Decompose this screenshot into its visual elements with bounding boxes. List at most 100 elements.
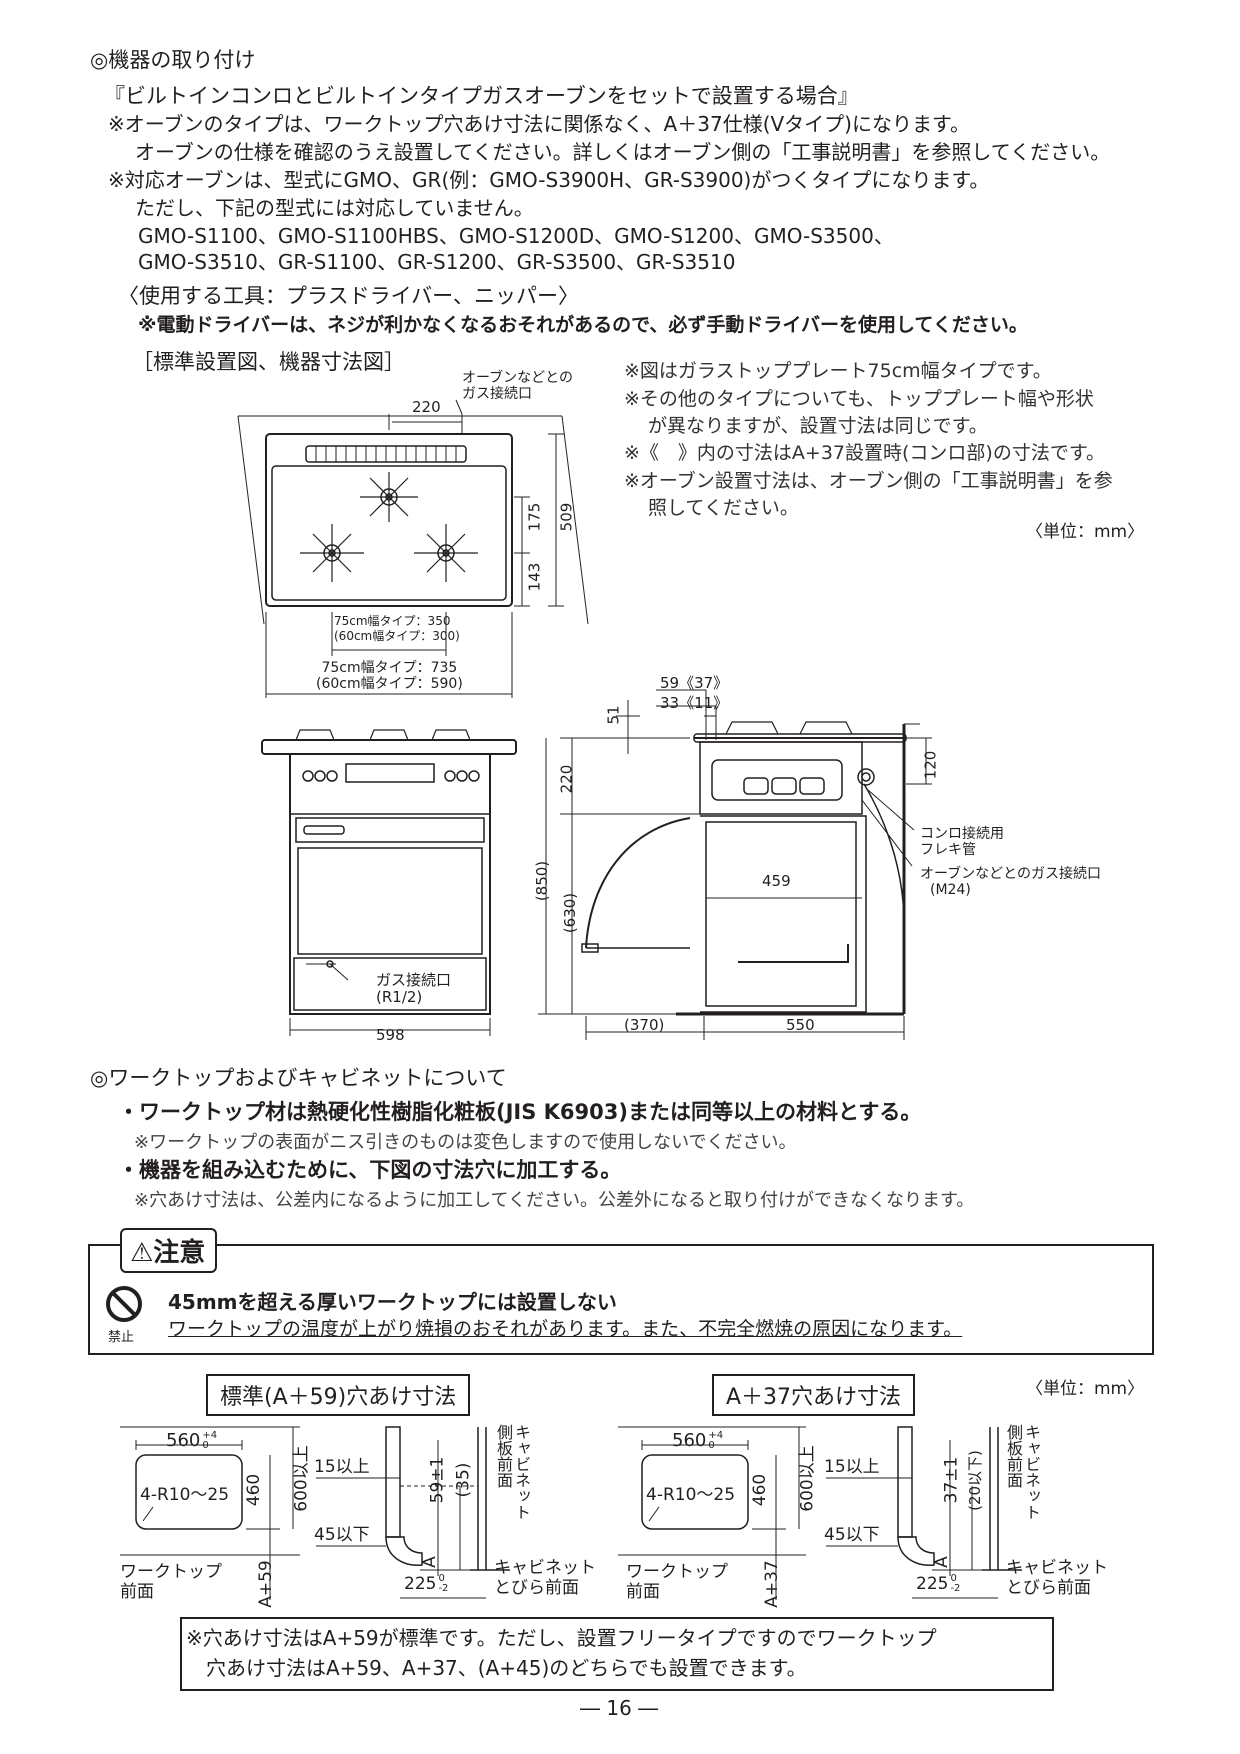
a37-h460: 460 xyxy=(750,1473,771,1507)
front-gas-label-l2: (R1/2) xyxy=(376,988,423,1006)
dim-550: 550 xyxy=(786,1016,815,1034)
note-compatible-1: ※対応オーブンは、型式にGMO、GR(例：GMO-S3900H、GR-S3900… xyxy=(108,168,990,192)
dim-top-width: 75cm幅タイプ：735 (60cm幅タイプ：590) xyxy=(316,660,463,692)
dim-509: 509 xyxy=(557,502,576,532)
unit-label-top: 〈単位：mm〉 xyxy=(1026,522,1145,542)
worktop-note-2: ※穴あけ寸法は、公差内になるように加工してください。公差外になると取り付けができ… xyxy=(134,1190,975,1211)
std-h600: 600以上 xyxy=(291,1445,312,1512)
prohibit-label: 禁止 xyxy=(108,1330,135,1345)
install-subheading: 『ビルトインコンロとビルトインタイプガスオーブンをセットで設置する場合』 xyxy=(104,84,859,108)
a37-worktop-front-l1: ワークトップ xyxy=(626,1562,728,1582)
page-number: ― 16 ― xyxy=(580,1696,659,1720)
a37-cab-side-l2: 側板前面 xyxy=(1004,1424,1023,1488)
prohibition-icon xyxy=(106,1286,142,1322)
dim-175: 175 xyxy=(525,502,544,532)
dim-burner-spacing-l2: (60cm幅タイプ：300) xyxy=(334,629,460,643)
section-heading-worktop: ◎ワークトップおよびキャビネットについて xyxy=(90,1066,507,1090)
std-radius: 4-R10〜25 xyxy=(140,1485,230,1505)
dim-459: 459 xyxy=(762,872,791,890)
a37-h600: 600以上 xyxy=(797,1445,818,1512)
std-d225-tol-zero: 0 xyxy=(438,1573,445,1584)
caution-line-1: 45mmを超える厚いワークトップには設置しない xyxy=(168,1290,617,1314)
unit-label-cutout: 〈単位：mm〉 xyxy=(1026,1379,1145,1399)
model-list-1: GMO-S1100、GMO-S1100HBS、GMO-S1200D、GMO-S1… xyxy=(138,224,894,248)
figure-note-3: が異なりますが、設置寸法は同じです。 xyxy=(648,415,988,437)
std-a: A xyxy=(419,1556,440,1568)
worktop-bullet-2: ・機器を組み込むために、下図の寸法穴に加工する。 xyxy=(118,1158,622,1182)
std-worktop-front-l2: 前面 xyxy=(120,1582,154,1602)
a37-d20: (20以下) xyxy=(965,1450,984,1511)
top-view xyxy=(237,399,589,698)
a37-cab-door-l1: キャビネット xyxy=(1006,1558,1108,1578)
dim-top-width-l2: (60cm幅タイプ：590) xyxy=(316,676,463,692)
std-d35: (35) xyxy=(453,1462,474,1498)
a37-cab-side-l1: キャビネット xyxy=(1022,1424,1041,1520)
std-cab-door: キャビネット とびら前面 xyxy=(494,1558,596,1598)
std-w560-tol-plus: +4 xyxy=(202,1430,218,1441)
a37-w560-value: 560 xyxy=(672,1430,707,1451)
a37-worktop-front: ワークトップ 前面 xyxy=(626,1562,728,1602)
front-gas-label: ガス接続口 (R1/2) xyxy=(376,972,451,1006)
std-a59: A+59 xyxy=(255,1560,276,1608)
note-oven-type-1: ※オーブンのタイプは、ワークトップ穴あけ寸法に関係なく、A＋37仕様(Vタイプ)… xyxy=(108,112,970,136)
cutout-a37 xyxy=(618,1426,1022,1600)
bottom-note-box xyxy=(180,1617,1054,1691)
a37-cab-door-l2: とびら前面 xyxy=(1006,1578,1091,1598)
side-view xyxy=(538,689,932,1040)
caution-title: ⚠注意 xyxy=(120,1228,218,1273)
dim-top-width-l1: 75cm幅タイプ：735 xyxy=(321,660,458,676)
std-d225-value: 225 xyxy=(404,1574,437,1594)
std-cab-side: キャビネット側板前面 xyxy=(494,1424,531,1520)
a37-a37: A+37 xyxy=(761,1560,782,1608)
oven-gas-label-l1: オーブンなどとのガス接続口 xyxy=(920,866,1102,882)
std-cutout-label: 標準(A＋59)穴あけ寸法 xyxy=(206,1374,471,1416)
gas-connection-label: オーブンなどとの ガス接続口 xyxy=(462,370,573,402)
std-cab-door-l1: キャビネット xyxy=(494,1558,596,1578)
std-d45: 45以下 xyxy=(314,1525,370,1545)
flex-pipe-label-l2: フレキ管 xyxy=(920,842,976,858)
gas-connection-label-l1: オーブンなどとの xyxy=(462,370,574,386)
a37-d225-tol-minus: -2 xyxy=(950,1583,961,1594)
std-d59: 59±1 xyxy=(427,1456,448,1504)
dim-630: (630) xyxy=(561,892,580,934)
std-w560-tol-zero: 0 xyxy=(202,1440,209,1451)
std-cab-side-l2: 側板前面 xyxy=(494,1424,513,1488)
a37-radius: 4-R10〜25 xyxy=(646,1485,736,1505)
a37-d45: 45以下 xyxy=(824,1525,880,1545)
dim-220-top: 220 xyxy=(412,398,441,416)
dim-59-37: 59《37》 xyxy=(660,674,729,692)
worktop-note-1: ※ワークトップの表面がニス引きのものは変色しますので使用しないでください。 xyxy=(134,1132,797,1153)
a37-d225-tol-zero: 0 xyxy=(950,1573,957,1584)
caution-line-2: ワークトップの温度が上がり焼損のおそれがあります。また、不完全燃焼の原因になりま… xyxy=(168,1318,963,1340)
figure-note-6: 照してください。 xyxy=(648,497,799,519)
a37-cab-side: キャビネット側板前面 xyxy=(1004,1424,1041,1520)
dim-370: (370) xyxy=(624,1016,665,1034)
note-compatible-2: ただし、下記の型式には対応していません。 xyxy=(135,196,534,220)
gas-connection-label-l2: ガス接続口 xyxy=(462,386,532,402)
std-cab-side-l1: キャビネット xyxy=(512,1424,531,1520)
oven-gas-label-l2: (M24) xyxy=(930,882,971,898)
front-view xyxy=(261,729,517,1036)
figure-note-5: ※オーブン設置寸法は、オーブン側の「工事説明書」を参 xyxy=(624,470,1113,492)
note-oven-type-2: オーブンの仕様を確認のうえ設置してください。詳しくはオーブン側の「工事説明書」を… xyxy=(135,140,1111,164)
dim-51: 51 xyxy=(604,705,623,725)
caution-box xyxy=(88,1244,1154,1355)
model-list-2: GMO-S3510、GR-S1100、GR-S1200、GR-S3500、GR-… xyxy=(138,250,736,274)
std-d15: 15以上 xyxy=(314,1457,370,1477)
a37-d15: 15以上 xyxy=(824,1457,880,1477)
figure-note-4: ※《 》内の寸法はA+37設置時(コンロ部)の寸法です。 xyxy=(624,442,1105,464)
std-w560-value: 560 xyxy=(166,1430,201,1451)
std-worktop-front-l1: ワークトップ xyxy=(120,1562,222,1582)
std-cab-door-l2: とびら前面 xyxy=(494,1578,579,1598)
a37-cab-door: キャビネット とびら前面 xyxy=(1006,1558,1108,1598)
a37-w560-tol-plus: +4 xyxy=(708,1430,724,1441)
flex-pipe-label: コンロ接続用 フレキ管 xyxy=(920,826,1004,858)
dim-burner-spacing-l1: 75cm幅タイプ：350 xyxy=(334,614,451,628)
front-gas-label-l1: ガス接続口 xyxy=(376,971,452,989)
bottom-note-2: 穴あけ寸法はA+59、A+37、(A+45)のどちらでも設置できます。 xyxy=(206,1656,807,1680)
a37-worktop-front-l2: 前面 xyxy=(626,1582,660,1602)
